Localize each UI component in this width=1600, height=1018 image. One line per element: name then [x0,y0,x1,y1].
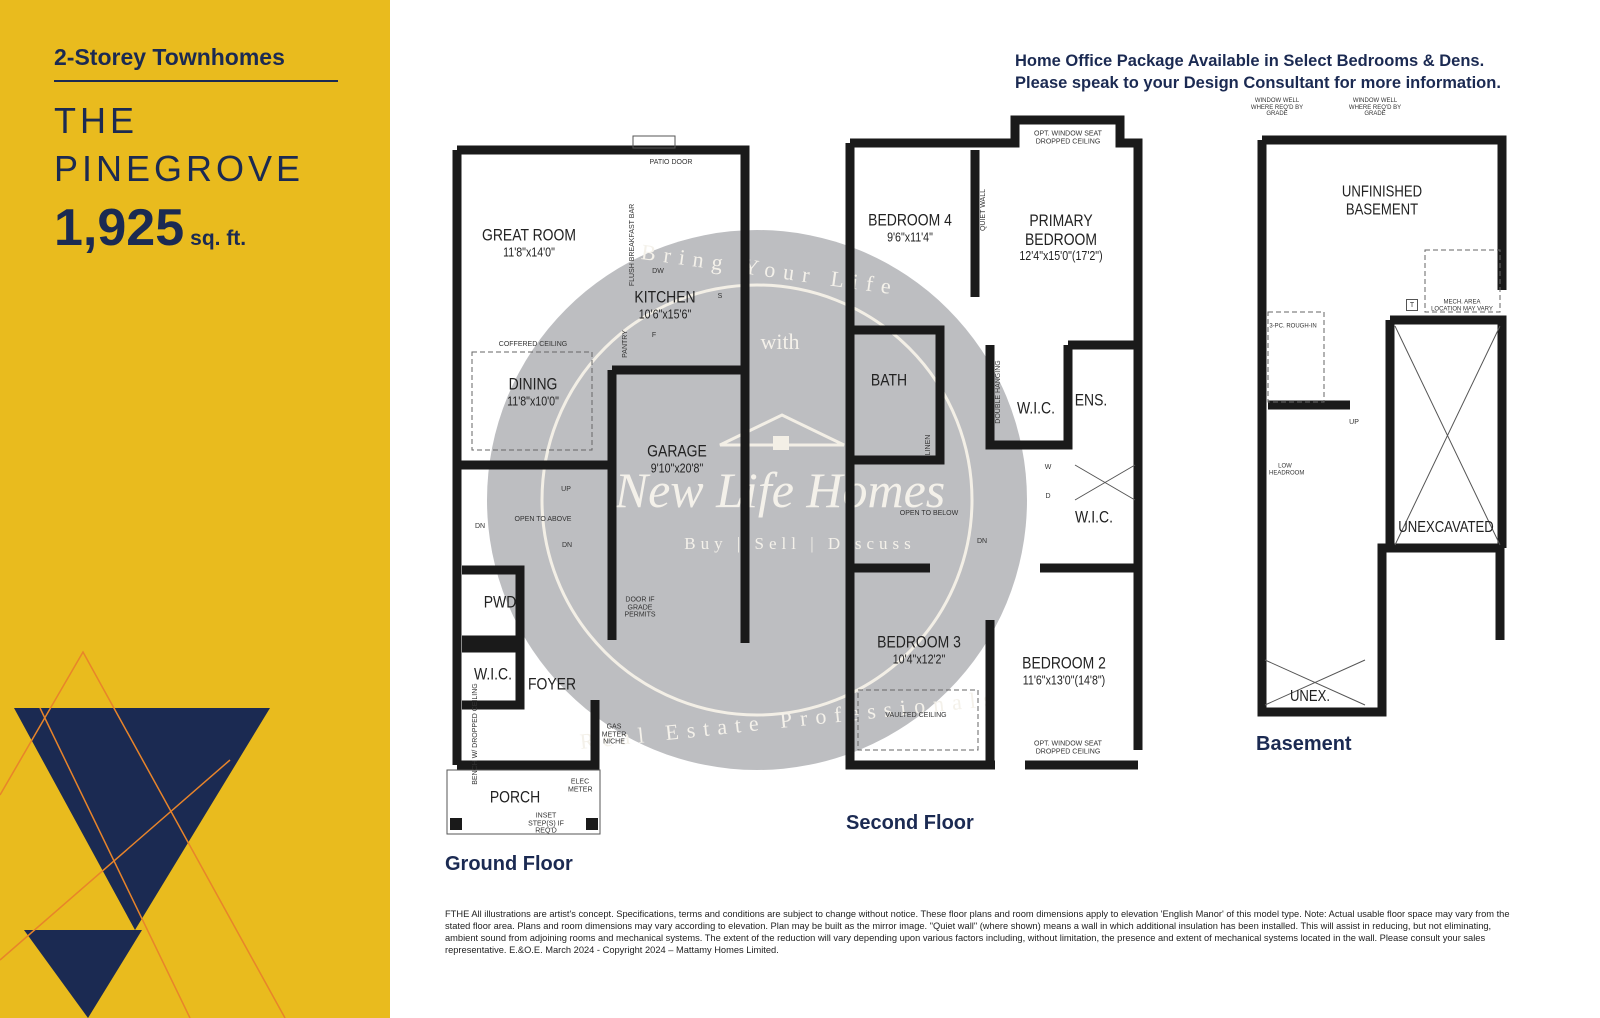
note-open-to-above: OPEN TO ABOVE [514,516,572,524]
product-type: 2-Storey Townhomes [54,44,285,70]
watermark-brand: New Life Homes [614,462,946,518]
note-inset-step: INSET STEP(S) IF REQ'D [528,812,564,835]
note-vaulted-ceiling: VAULTED CEILING [885,712,947,720]
note-dn-2: DN [561,542,573,550]
room-primary-wic: W.I.C. [1017,398,1055,418]
divider [54,80,338,82]
ground-floor-title: Ground Floor [445,853,573,875]
note-window-seat-primary: OPT. WINDOW SEAT DROPPED CEILING [1034,130,1102,145]
notice-line2: Please speak to your Design Consultant f… [1015,74,1501,92]
note-mech-area: MECH. AREA LOCATION MAY VARY [1431,299,1493,312]
note-window-well-1: WINDOW WELL WHERE REQ'D BY GRADE [1250,98,1304,118]
room-foyer: FOYER [527,674,577,694]
notice-line1: Home Office Package Available in Select … [1015,52,1485,70]
note-window-seat-bed2: OPT. WINDOW SEAT DROPPED CEILING [1034,740,1102,755]
room-bath: BATH [870,370,908,390]
note-gas-meter: GAS METER NICHE [601,723,627,746]
home-office-notice: Home Office Package Available in Select … [1015,50,1501,94]
area-value: 1,925 [54,199,185,257]
model-name-line2: PINEGROVE [54,148,305,189]
note-dn: DN [474,523,486,531]
note-dw: DW [652,268,664,276]
note-double-hanging: DOUBLE HANGING [995,360,1003,424]
watermark-with: with [760,329,800,354]
decorative-triangles [0,650,286,1018]
note-window-well-2: WINDOW WELL WHERE REQ'D BY GRADE [1348,98,1402,118]
note-open-to-below: OPEN TO BELOW [899,510,959,518]
note-pantry: PANTRY [622,330,630,358]
room-unex: UNEX. [1289,688,1331,706]
note-up-basement: UP [1349,419,1359,427]
basement-title: Basement [1256,733,1352,755]
room-unexcavated: UNEXCAVATED [1398,519,1494,537]
note-rough-in: 3-PC. ROUGH-IN [1269,323,1317,330]
note-quiet-wall: QUIET WALL [980,188,988,232]
room-ensuite: ENS. [1074,390,1108,410]
note-sink: S [717,293,723,301]
note-elec-meter: ELEC METER [568,778,593,793]
legal-disclaimer: FTHE All illustrations are artist's conc… [445,909,1510,955]
note-dn-second: DN [976,538,988,546]
note-linen: LINEN [925,434,933,456]
note-door-if-grade: DOOR IF GRADE PERMITS [624,596,656,619]
note-fridge: F [651,332,657,340]
second-floor-title: Second Floor [846,812,974,834]
room-unfinished-basement: UNFINISHED BASEMENT [1341,183,1423,218]
note-up: UP [561,486,571,494]
note-bench: BENCH W/ DROPPED CEILING [472,683,480,785]
note-patio-door: PATIO DOOR [649,159,693,167]
room-porch: PORCH [489,787,541,807]
room-powder: PWD [483,592,517,612]
model-name-line1: THE [54,100,138,141]
note-low-headroom: LOW HEADROOM [1269,463,1305,476]
room-wic-ground: W.I.C. [474,664,512,684]
note-coffered-ceiling: COFFERED CEILING [498,341,568,349]
note-dryer: D [1045,493,1051,501]
note-tank: T [1406,299,1418,311]
note-washer: W [1044,464,1052,472]
room-wic-second: W.I.C. [1075,507,1113,527]
area-unit: sq. ft. [190,227,247,250]
note-breakfast-bar: FLUSH BREAKFAST BAR [629,203,637,287]
